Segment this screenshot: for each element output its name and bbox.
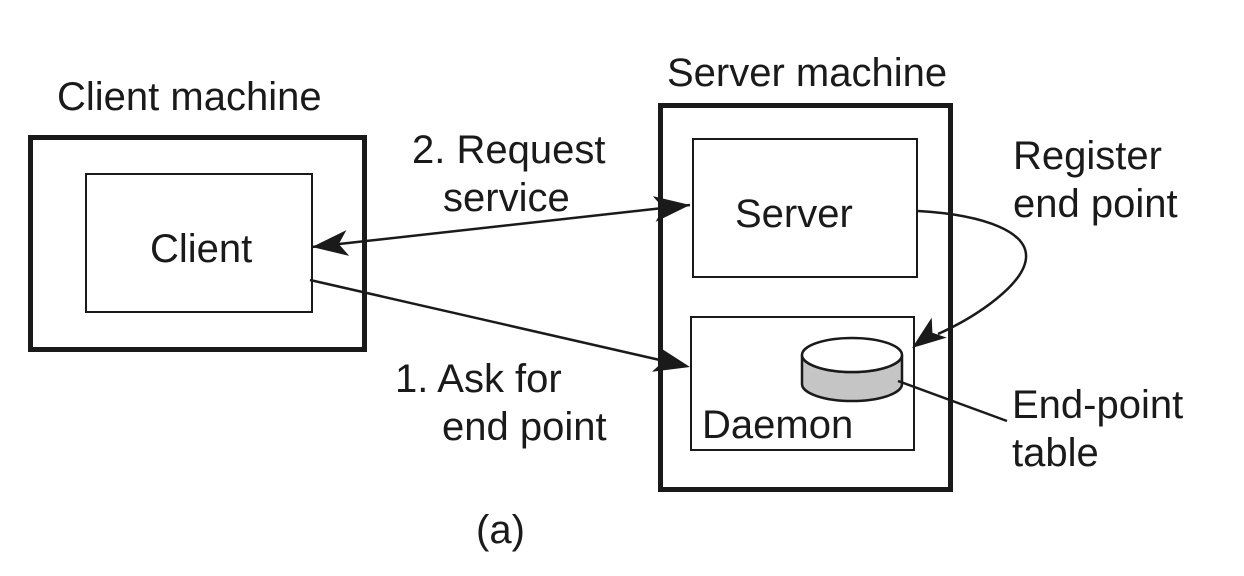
ask-end-point-arrow bbox=[309, 278, 690, 372]
end-point-table-line2: table bbox=[1012, 431, 1099, 475]
client-machine-box bbox=[28, 135, 367, 352]
end-point-table-label: End-point table bbox=[1012, 381, 1183, 477]
figure-caption: (a) bbox=[476, 508, 525, 552]
client-machine-title: Client machine bbox=[57, 75, 322, 119]
end-point-table-cylinder-icon bbox=[800, 336, 904, 403]
end-point-table-line1: End-point bbox=[1012, 383, 1184, 427]
request-service-line1: 2. Request bbox=[412, 128, 606, 172]
client-box bbox=[85, 173, 313, 313]
end-point-table-leader-line bbox=[897, 379, 1008, 423]
register-end-point-line2: end point bbox=[1013, 182, 1178, 226]
daemon-box-label: Daemon bbox=[702, 403, 854, 447]
register-end-point-arrow bbox=[912, 209, 1028, 348]
daemon-box bbox=[690, 316, 915, 451]
request-service-arrow bbox=[311, 196, 691, 256]
server-machine-box bbox=[658, 103, 953, 492]
server-box-label: Server bbox=[735, 192, 853, 236]
ask-end-point-line1: 1. Ask for bbox=[395, 357, 562, 401]
request-service-label: 2. Request service bbox=[412, 126, 605, 222]
register-end-point-line1: Register bbox=[1013, 134, 1162, 178]
client-box-label: Client bbox=[150, 227, 253, 271]
ask-end-point-line2: end point bbox=[442, 405, 607, 449]
ask-end-point-label: 1. Ask for end point bbox=[395, 355, 607, 451]
request-service-line2: service bbox=[443, 176, 570, 220]
register-end-point-label: Register end point bbox=[1013, 132, 1178, 228]
server-machine-title: Server machine bbox=[667, 51, 948, 95]
server-box bbox=[692, 138, 918, 278]
